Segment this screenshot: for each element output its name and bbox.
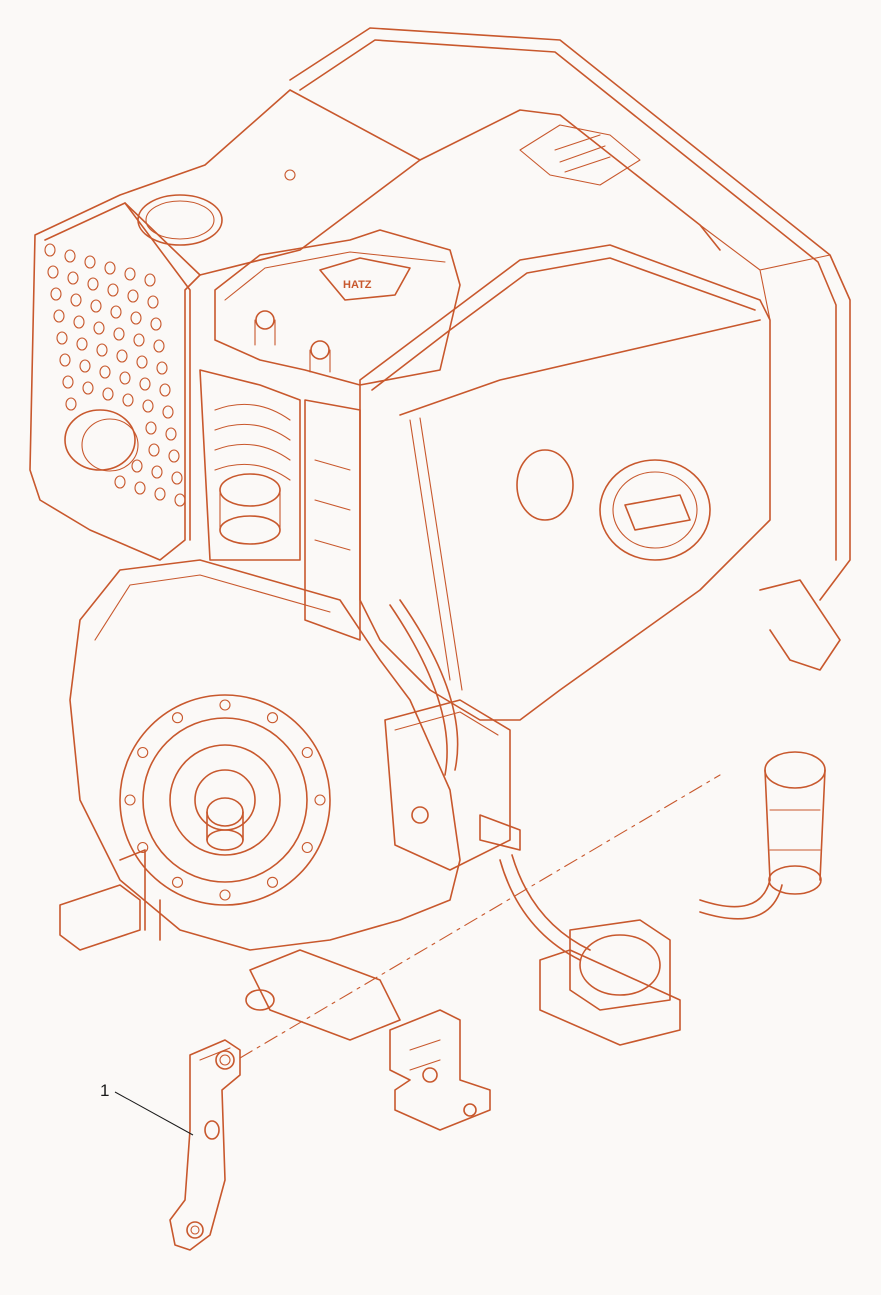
vent-hole <box>62 375 74 389</box>
vent-hole <box>122 393 134 407</box>
vent-hole <box>73 315 85 329</box>
vent-hole <box>133 333 145 347</box>
vent-hole <box>44 243 56 257</box>
bolt-hole <box>301 841 313 854</box>
vent-hole <box>142 399 154 413</box>
vent-hole <box>127 289 139 303</box>
bolt-hole <box>219 889 231 901</box>
vent-hole <box>136 355 148 369</box>
vent-hole <box>139 377 151 391</box>
vent-hole <box>82 381 94 395</box>
vent-hole <box>134 481 146 495</box>
bolt-hole <box>301 746 313 759</box>
vent-hole <box>79 359 91 373</box>
vent-hole <box>56 331 68 345</box>
vent-hole <box>96 343 108 357</box>
vent-hole <box>114 475 126 489</box>
cylinder-fins <box>199 369 361 641</box>
flywheel-bolts <box>124 699 326 901</box>
vent-hole <box>154 487 166 501</box>
vent-hole <box>47 265 59 279</box>
top-housing <box>289 27 851 601</box>
vent-hole <box>171 471 183 485</box>
vent-hole <box>76 337 88 351</box>
bolt-hole <box>137 746 149 759</box>
vent-hole <box>168 449 180 463</box>
bolt-hole <box>266 712 279 724</box>
vent-hole <box>93 321 105 335</box>
fuel-pump <box>384 599 591 961</box>
vent-hole <box>174 493 186 507</box>
brand-plate-text: HATZ <box>343 279 372 291</box>
vent-hole <box>119 371 131 385</box>
bolt-hole <box>219 699 231 711</box>
vent-hole <box>153 339 165 353</box>
fuel-filter <box>569 751 826 1011</box>
vent-hole <box>110 305 122 319</box>
vent-hole <box>67 271 79 285</box>
vent-hole <box>162 405 174 419</box>
vent-hole <box>70 293 82 307</box>
vent-hole <box>65 397 77 411</box>
vent-hole <box>102 387 114 401</box>
vent-hole <box>130 311 142 325</box>
vent-hole <box>84 255 96 269</box>
vent-hole <box>165 427 177 441</box>
vent-hole <box>104 261 116 275</box>
crankcase <box>69 559 461 951</box>
valve-cover: HATZ <box>214 229 461 386</box>
vent-hole <box>148 443 160 457</box>
vent-hole <box>107 283 119 297</box>
bolt-hole <box>266 876 279 888</box>
vent-hole <box>124 267 136 281</box>
vent-hole <box>159 383 171 397</box>
vent-holes <box>44 243 186 507</box>
bolt-hole <box>171 876 184 888</box>
blower-housing <box>359 244 841 721</box>
vent-hole <box>59 353 71 367</box>
vent-hole <box>145 421 157 435</box>
base-feet <box>59 849 681 1131</box>
vent-hole <box>131 459 143 473</box>
bolt-hole <box>137 841 149 854</box>
air-filter-cover <box>29 89 421 561</box>
callout-leader <box>114 1091 194 1136</box>
vent-hole <box>156 361 168 375</box>
vent-hole <box>113 327 125 341</box>
bracket-part-1 <box>169 1039 241 1251</box>
vent-hole <box>50 287 62 301</box>
vent-hole <box>144 273 156 287</box>
callout-1: 1 <box>100 1081 194 1136</box>
vent-hole <box>53 309 65 323</box>
vent-hole <box>151 465 163 479</box>
vent-hole <box>87 277 99 291</box>
vent-hole <box>99 365 111 379</box>
vent-hole <box>64 249 76 263</box>
vent-hole <box>90 299 102 313</box>
vent-hole <box>116 349 128 363</box>
bolt-hole <box>314 794 326 806</box>
vent-hole <box>147 295 159 309</box>
bolt-hole <box>124 794 136 806</box>
bolt-hole <box>171 712 184 724</box>
callout-label: 1 <box>100 1081 109 1100</box>
explode-centerline <box>239 774 721 1059</box>
vent-hole <box>150 317 162 331</box>
